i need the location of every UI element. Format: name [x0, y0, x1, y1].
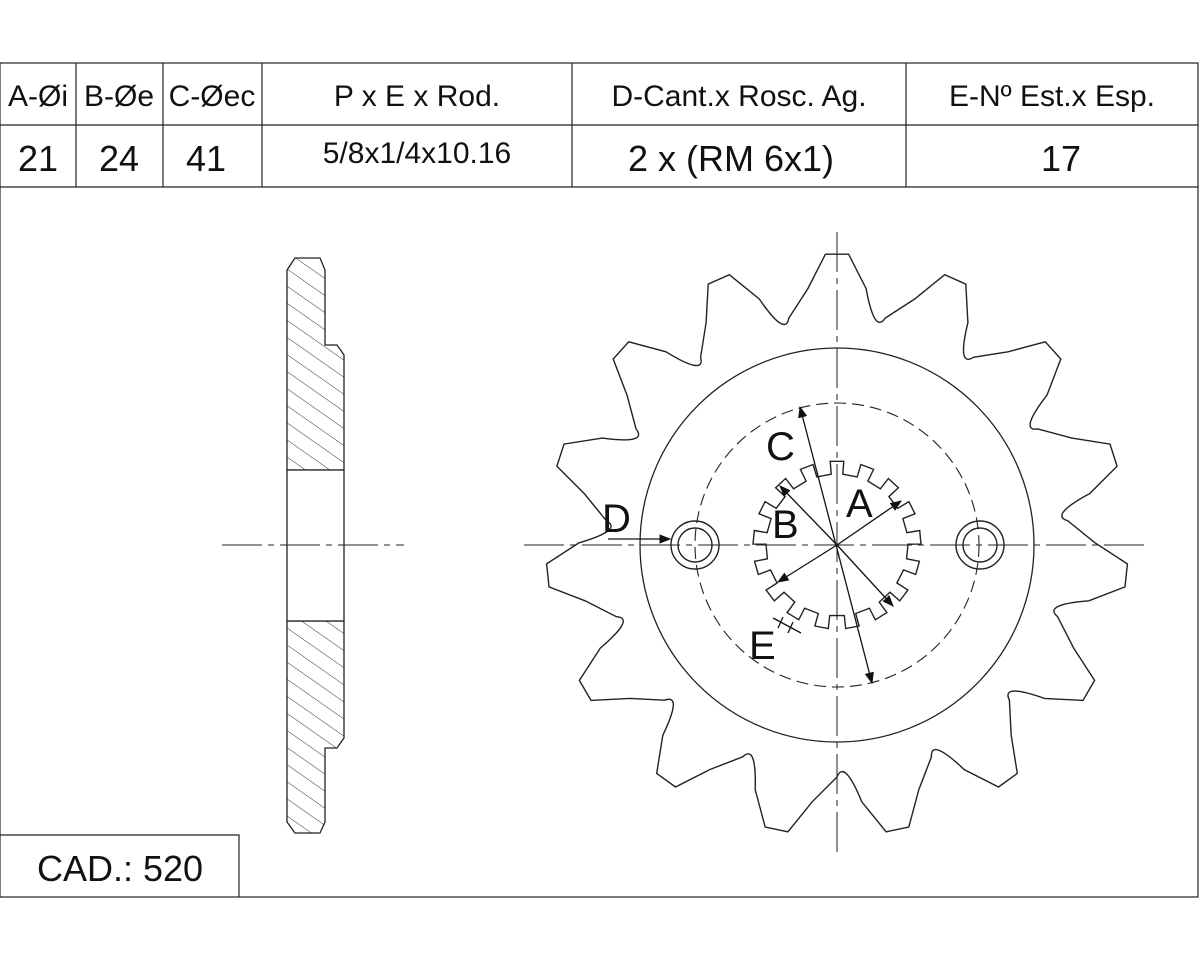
dimension-lines	[608, 405, 902, 685]
spec-table-header: A-Øi B-Øe C-Øec P x E x Rod. D-Cant.x Ro…	[8, 80, 1155, 113]
section-lower-hatch	[286, 620, 345, 834]
dimension-e-tick1	[777, 616, 784, 629]
label-c: C	[766, 425, 795, 469]
value-center-diameter: 41	[186, 138, 226, 179]
header-holes: D-Cant.x Rosc. Ag.	[611, 80, 866, 113]
drawing-frame	[0, 62, 1199, 898]
section-upper-hatch	[286, 257, 345, 471]
header-pitch: P x E x Rod.	[334, 80, 500, 113]
dimension-a	[836, 500, 902, 546]
value-outer-diameter: 24	[99, 138, 139, 179]
dimension-e-tick2	[787, 621, 794, 634]
label-a: A	[846, 482, 873, 526]
value-holes: 2 x (RM 6x1)	[628, 138, 834, 179]
sprocket-front-view	[524, 232, 1150, 855]
value-inner-diameter: 21	[18, 138, 58, 179]
dimension-labels: C A B D E	[602, 425, 873, 668]
label-b: B	[772, 503, 799, 547]
header-outer-diameter: B-Øe	[84, 80, 154, 113]
header-splines: E-Nº Est.x Esp.	[949, 80, 1155, 113]
dimension-b	[779, 485, 838, 546]
spec-table-values: 21 24 41 5/8x1/4x10.16 2 x (RM 6x1) 17	[18, 137, 1081, 179]
dimension-a-lower	[836, 544, 894, 607]
label-d: D	[602, 497, 631, 541]
value-pitch: 5/8x1/4x10.16	[323, 137, 511, 170]
dimension-b-lower	[777, 544, 838, 583]
label-e: E	[749, 624, 776, 668]
chain-size-label: CAD.: 520	[37, 848, 203, 889]
header-center-diameter: C-Øec	[169, 80, 256, 113]
sprocket-side-section	[222, 257, 404, 834]
dimension-e	[772, 617, 802, 634]
value-splines: 17	[1041, 138, 1081, 179]
header-inner-diameter: A-Øi	[8, 80, 68, 113]
